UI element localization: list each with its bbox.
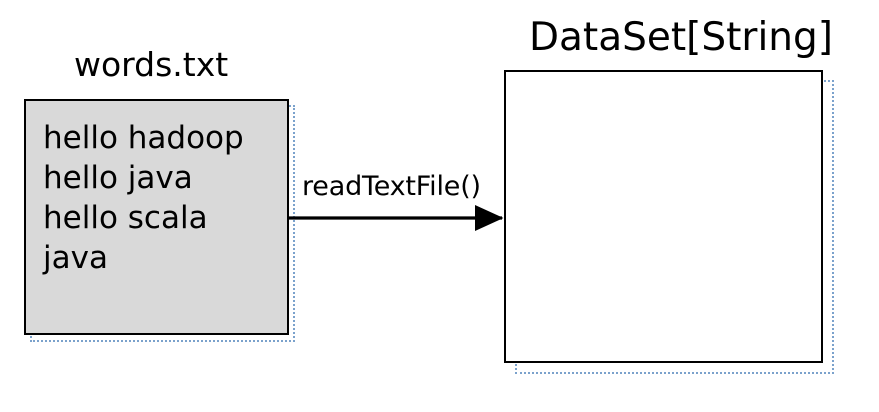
dataset-box[interactable]: [504, 70, 823, 363]
dataset-title: DataSet[String]: [529, 15, 833, 60]
file-line: hello java: [43, 160, 193, 196]
read-text-file-edge-label: readTextFile(): [302, 171, 481, 202]
source-file-title: words.txt: [74, 45, 229, 84]
file-line: hello scala: [43, 200, 208, 236]
source-file-content: hello hadoop hello java hello scala java: [43, 118, 293, 278]
source-file-box[interactable]: [24, 99, 289, 335]
file-line: hello hadoop: [43, 120, 244, 156]
file-line: java: [43, 240, 108, 276]
